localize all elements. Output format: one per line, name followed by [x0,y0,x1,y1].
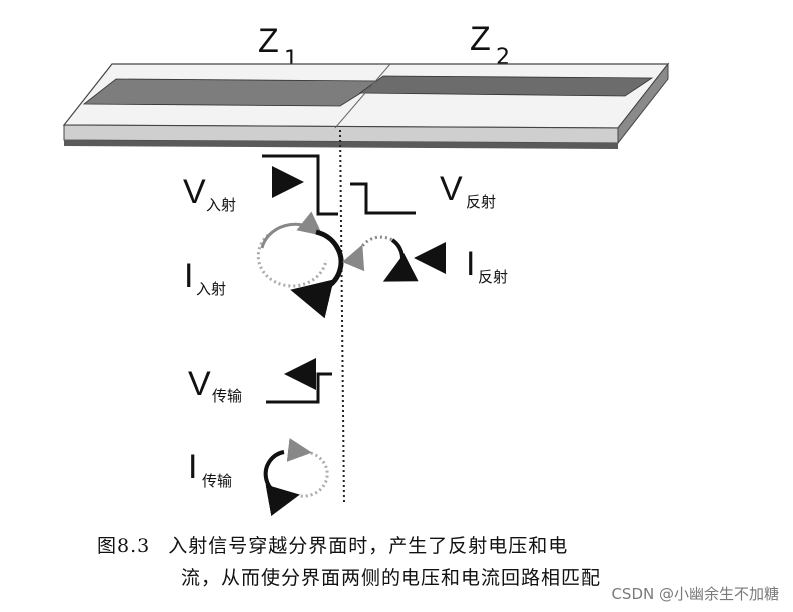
i-incident-subscript: 入射 [196,280,226,298]
caption-line-1: 入射信号穿越分界面时，产生了反射电压和电 [168,535,569,557]
v-reflected-label: V [440,170,463,208]
i-reflected-label: I [466,245,475,283]
v-transmitted-subscript: 传输 [212,387,242,405]
v-incident-step [262,154,338,216]
v-incident-subscript: 入射 [206,196,236,214]
interface-dotted-line [339,129,345,506]
figure-caption: 图8.3 入射信号穿越分界面时，产生了反射电压和电 流，从而使分界面两侧的电压和电… [97,530,697,594]
z1-label: Z [258,22,279,60]
i-transmitted-loop-icon [263,438,329,517]
v-reflected-subscript: 反射 [466,193,496,211]
v-transmitted-label: V [188,365,211,403]
i-transmitted-label: I [188,448,197,486]
caption-line-2: 流，从而使分界面两侧的电压和电流回路相匹配 [181,567,602,589]
trace-z1 [82,78,382,107]
i-incident-loop-icon [256,211,344,319]
figure-number: 图8.3 [97,535,151,557]
trace-z2 [358,75,654,97]
i-reflected-subscript: 反射 [478,268,508,286]
v-transmitted-step [266,372,332,404]
i-transmitted-subscript: 传输 [202,472,232,490]
watermark: CSDN @小幽余生不加糖 [611,585,779,603]
i-incident-label: I [184,257,193,295]
v-incident-label: V [183,173,206,211]
transmission-line-board [62,62,670,149]
v-reflected-step [350,182,416,215]
z2-label: Z [470,20,491,58]
i-reflected-loop-icon [341,235,419,282]
